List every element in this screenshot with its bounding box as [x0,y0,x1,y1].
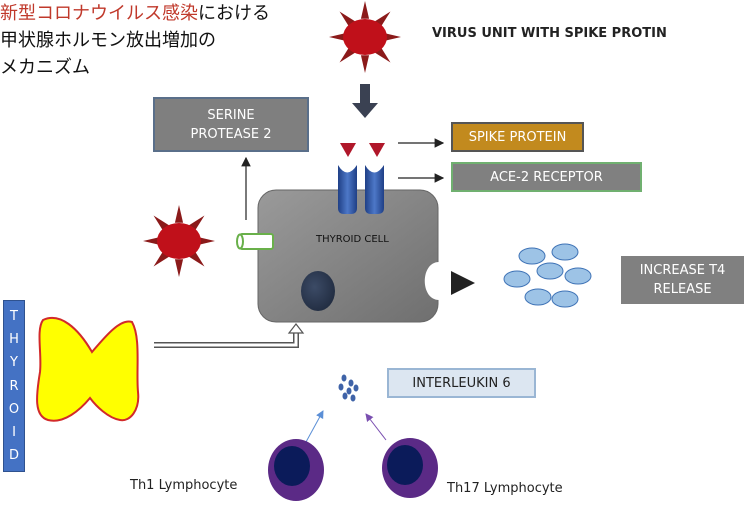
virus-spike [143,236,161,246]
virus-unit-label: VIRUS UNIT WITH SPIKE PROTIN [432,26,667,41]
thyroid-to-cell-arrow [154,323,305,348]
t4-particles [503,243,592,308]
virus-body [157,222,201,260]
thyroid-letter: I [12,424,16,440]
ace2-receptor-box: ACE-2 RECEPTOR [451,162,642,192]
arrow-th17-to-il6 [365,413,387,441]
virus-left-icon [143,205,215,277]
virus-entry-arrow [352,84,378,118]
virus-spike [383,32,401,42]
title-line1-rest: における [198,3,270,24]
serine-line2: PROTEASE 2 [190,126,272,142]
virus-top-icon [329,1,401,73]
thyroid-letter: D [8,447,19,463]
interleukin6-box: INTERLEUKIN 6 [387,368,536,398]
virus-spike [174,259,184,277]
ace2-receptor-icon [338,165,384,214]
interleukin6-particles [338,374,359,402]
virus-body [343,18,387,56]
serine-line1: SERINE [207,107,255,123]
virus-spike [329,32,347,42]
th17-lymphocyte-icon [382,438,438,498]
virus-spike [360,1,370,19]
title-highlight: 新型コロナウイルス感染 [0,3,198,24]
spike-protein-icon [340,143,385,157]
title-line2: 甲状腺ホルモン放出増加の [0,30,216,51]
th1-lymphocyte-icon [268,439,324,501]
page-title: 新型コロナウイルス感染における 甲状腺ホルモン放出増加の メカニズム [0,0,360,81]
thyroid-letter: R [9,378,19,394]
thyroid-letter: Y [10,355,18,371]
title-line3: メカニズム [0,57,90,78]
thyroid-vertical-label: T H Y R O I D [3,300,25,472]
thyroid-cell-label: THYROID CELL [316,234,389,245]
t4-line1: INCREASE T4 [639,263,726,278]
serine-protease-channel-icon [236,233,274,250]
spike-protein-box: SPIKE PROTEIN [451,122,584,152]
thyroid-gland-icon [36,317,140,422]
serine-protease-box: SERINE PROTEASE 2 [153,97,309,152]
thyroid-letter: O [8,401,20,417]
th17-lymphocyte-label: Th17 Lymphocyte [447,481,563,496]
t4-line2: RELEASE [653,282,712,297]
thyroid-letter: H [9,332,19,348]
virus-spike [174,205,184,223]
arrow-th1-to-il6 [305,410,324,443]
increase-t4-box: INCREASE T4 RELEASE [621,256,744,304]
cell-nucleus [301,271,335,311]
th1-lymphocyte-label: Th1 Lymphocyte [130,478,238,493]
thyroid-letter: T [10,309,18,325]
virus-spike [360,55,370,73]
virus-spike [197,236,215,246]
cell-release-notch [424,262,439,300]
